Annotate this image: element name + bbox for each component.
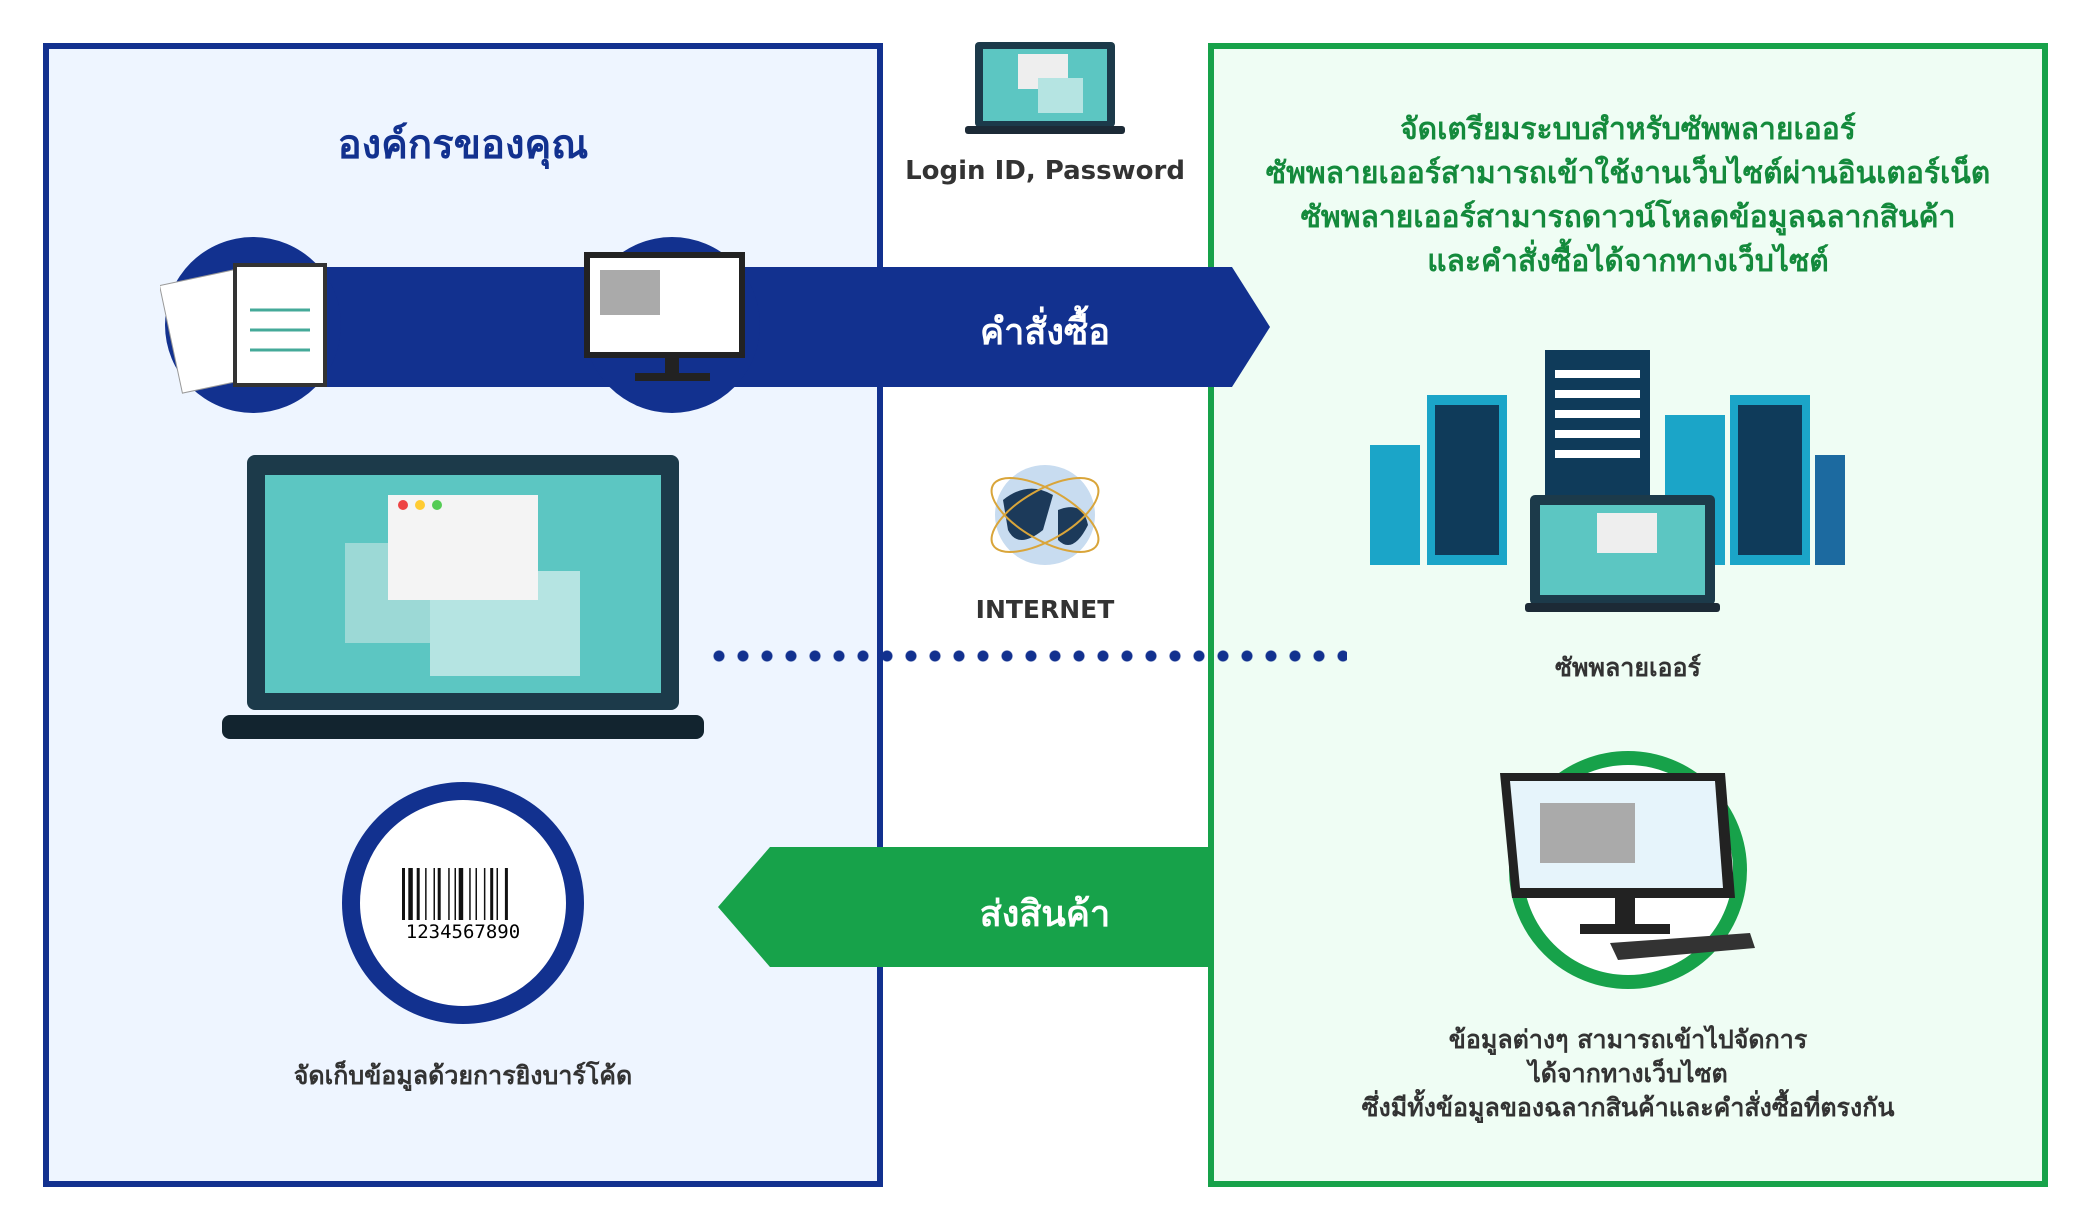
note-line: ได้จากทางเว็บไซต — [1528, 1059, 1728, 1088]
note-line: ข้อมูลต่างๆ สามารถเข้าไปจัดการ — [1448, 1025, 1808, 1054]
order-arrow-label: คำสั่งซื้อ — [980, 312, 1110, 353]
barcode-bar — [469, 868, 471, 920]
heading-line: จัดเตรียมระบบสำหรับซัพพลายเออร์ — [1400, 112, 1856, 147]
supplier-label: ซัพพลายเออร์ — [1555, 653, 1701, 682]
barcode-digits: 1234567890 — [406, 921, 520, 943]
laptop-icon — [222, 455, 704, 739]
laptop-login-icon — [965, 42, 1125, 134]
barcode-bar — [402, 868, 405, 920]
barcode-bar — [454, 868, 456, 920]
supplier-buildings-icon — [1370, 350, 1845, 612]
heading-line: และคำสั่งซื้อได้จากทางเว็บไซต์ — [1427, 244, 1829, 279]
barcode-bar — [448, 868, 450, 920]
organization-title: องค์กรของคุณ — [337, 122, 589, 168]
barcode-caption: จัดเก็บข้อมูลด้วยการยิงบาร์โค้ด — [293, 1061, 633, 1090]
order-arrow — [160, 237, 1270, 413]
website-management-note: ข้อมูลต่างๆ สามารถเข้าไปจัดการ ได้จากทาง… — [1208, 1023, 2048, 1125]
barcode-bar — [496, 868, 498, 920]
ship-arrow-label: ส่งสินค้า — [979, 894, 1111, 935]
supplier-system-heading: จัดเตรียมระบบสำหรับซัพพลายเออร์ ซัพพลายเ… — [1208, 108, 2048, 284]
barcode-icon: 1234567890 — [342, 782, 584, 1024]
website-monitor-icon — [1500, 751, 1755, 989]
supplier-panel — [1208, 43, 2048, 1187]
barcode-bar — [490, 868, 494, 920]
clipboard-icon — [233, 263, 327, 387]
internet-connection-dotted-line — [707, 650, 1347, 662]
barcode-bar — [504, 868, 508, 920]
barcode-bar — [425, 868, 427, 920]
heading-line: ซัพพลายเออร์สามารถเข้าใช้งานเว็บไซต์ผ่าน… — [1265, 156, 1991, 191]
barcode-bar — [458, 868, 464, 920]
barcode-bar — [437, 868, 441, 920]
internet-label: INTERNET — [975, 595, 1115, 624]
barcode-bar — [483, 868, 486, 920]
barcode-bar — [433, 868, 435, 920]
barcode-bar — [475, 868, 477, 920]
note-line: ซึ่งมีทั้งข้อมูลของฉลากสินค้าและคำสั่งซื… — [1361, 1093, 1895, 1122]
barcode-bar — [416, 868, 420, 920]
barcode-bar — [408, 868, 413, 920]
ship-goods-arrow — [718, 847, 1208, 967]
heading-line: ซัพพลายเออร์สามารถดาวน์โหลดข้อมูลฉลากสิน… — [1300, 200, 1956, 235]
globe-icon — [990, 465, 1100, 565]
login-label: Login ID, Password — [905, 156, 1185, 186]
